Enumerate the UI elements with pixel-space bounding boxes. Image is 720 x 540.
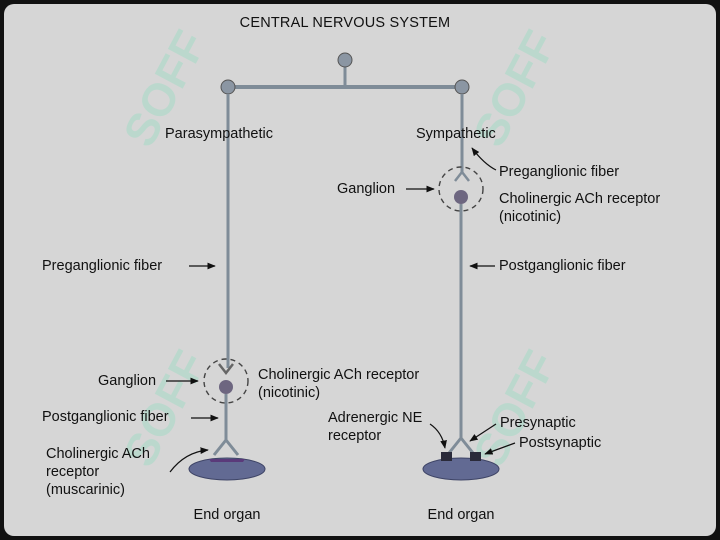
- parasympathetic-ganglion-receptor-label-line1: Cholinergic ACh receptor: [258, 367, 419, 383]
- sympathetic-ganglion-cell: [454, 190, 468, 204]
- sympathetic-ganglion-receptor-label-line2: (nicotinic): [499, 209, 561, 225]
- parasympathetic-muscarinic-receptor: [209, 459, 245, 462]
- diagram-title: CENTRAL NERVOUS SYSTEM: [240, 15, 451, 31]
- sympathetic-preganglionic-arrow: [471, 147, 497, 171]
- sympathetic-origin-node: [454, 79, 470, 95]
- sympathetic-end-organ-label: End organ: [428, 507, 495, 523]
- sympathetic-nerve-terminal: [447, 437, 475, 454]
- sympathetic-label: Sympathetic: [416, 126, 496, 142]
- parasympathetic-ganglion-receptor: [218, 363, 234, 376]
- parasympathetic-muscarinic-label-line2: receptor: [46, 464, 99, 480]
- parasympathetic-postganglionic-label: Postganglionic fiber: [42, 409, 169, 425]
- parasympathetic-nerve-terminal: [212, 439, 240, 456]
- parasympathetic-pathway: [188, 94, 266, 481]
- parasympathetic-ganglion-boundary: [203, 358, 249, 404]
- parasympathetic-preganglionic-label: Preganglionic fiber: [42, 258, 162, 274]
- sympathetic-adrenergic-arrow: [429, 423, 447, 449]
- sympathetic-adrenergic-label-line2: receptor: [328, 428, 381, 444]
- parasympathetic-ganglion-label: Ganglion: [98, 373, 156, 389]
- parasympathetic-origin-node: [220, 79, 236, 95]
- sympathetic-ganglion-receptor-label-line1: Cholinergic ACh receptor: [499, 191, 660, 207]
- cns-node: [337, 52, 353, 68]
- parasympathetic-label: Parasympathetic: [165, 126, 273, 142]
- sympathetic-presynaptic-label: Presynaptic: [500, 415, 576, 431]
- parasympathetic-end-organ: [188, 457, 266, 481]
- sympathetic-postsynaptic-arrow: [484, 442, 516, 455]
- sympathetic-ganglion-boundary: [438, 166, 484, 212]
- sympathetic-preganglionic-label: Preganglionic fiber: [499, 164, 619, 180]
- sympathetic-ganglion-label: Ganglion: [337, 181, 395, 197]
- parasympathetic-ganglion-receptor-label-line2: (nicotinic): [258, 385, 320, 401]
- sympathetic-postganglionic-label: Postganglionic fiber: [499, 258, 626, 274]
- parasympathetic-muscarinic-label-line1: Cholinergic ACh: [46, 446, 150, 462]
- sympathetic-end-organ: [422, 457, 500, 481]
- sympathetic-adrenergic-receptor-left: [441, 452, 452, 461]
- sympathetic-postsynaptic-label: Postsynaptic: [519, 435, 601, 451]
- sympathetic-adrenergic-receptor-right: [470, 452, 481, 461]
- sympathetic-presynaptic-arrow: [469, 423, 497, 442]
- parasympathetic-end-organ-label: End organ: [194, 507, 261, 523]
- sympathetic-adrenergic-label-line1: Adrenergic NE: [328, 410, 423, 426]
- sympathetic-preganglionic-terminal: [454, 171, 470, 182]
- parasympathetic-muscarinic-label-line3: (muscarinic): [46, 482, 125, 498]
- diagram-background: [4, 4, 716, 536]
- sympathetic-pathway: [422, 94, 500, 481]
- parasympathetic-ganglion-cell: [219, 380, 233, 394]
- parasympathetic-muscarinic-arrow: [169, 447, 209, 473]
